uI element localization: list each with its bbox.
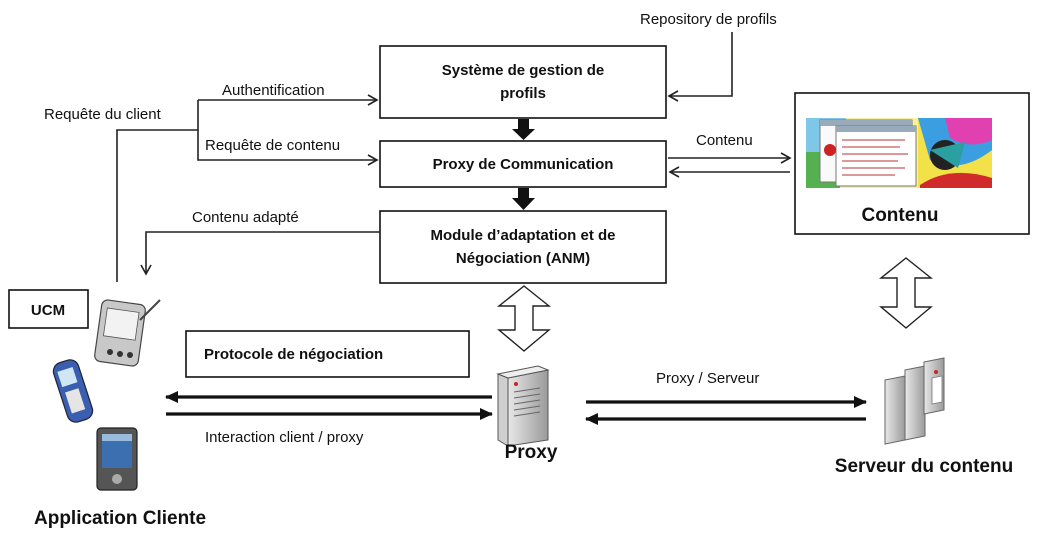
communication-proxy-title: Proxy de Communication: [433, 156, 614, 173]
box-down-arrow-2: [512, 188, 535, 210]
pocket-pc-icon: [96, 427, 138, 491]
content-request-arrow: [197, 130, 379, 166]
content-screenshots-image: [806, 118, 992, 188]
adaptation-module-box: Module d’adaptation et de Négociation (A…: [379, 210, 667, 284]
negotiation-protocol-box: Protocole de négociation: [185, 330, 470, 378]
adapted-content-label: Contenu adapté: [192, 209, 299, 226]
authentication-label: Authentification: [222, 82, 325, 99]
pda-stylus-icon: [94, 299, 161, 367]
profile-management-title-line2: profils: [500, 85, 546, 102]
ucm-label: UCM: [31, 302, 65, 319]
content-arrow-label: Contenu: [696, 132, 753, 149]
content-server-label: Serveur du contenu: [835, 456, 1013, 477]
proxy-server-label: Proxy / Serveur: [656, 370, 759, 387]
adapted-content-arrow: [140, 231, 380, 276]
content-server-double-arrow: [879, 257, 933, 329]
profile-management-title-line1: Système de gestion de: [442, 62, 605, 79]
box-down-arrow-1: [512, 119, 535, 140]
repository-label: Repository de profils: [640, 11, 777, 28]
client-application-label: Application Cliente: [34, 508, 206, 529]
adaptation-module-title-line2: Négociation (ANM): [456, 250, 590, 267]
repository-arrow: [667, 32, 733, 102]
content-box: Contenu: [794, 92, 1030, 235]
content-box-title: Contenu: [861, 205, 938, 226]
client-proxy-interaction-label: Interaction client / proxy: [205, 429, 364, 446]
anm-proxy-double-arrow: [497, 285, 551, 352]
proxy-node-label: Proxy: [505, 442, 558, 463]
proxy-server-icon: [496, 365, 550, 447]
mobile-phone-icon: [52, 359, 94, 423]
ucm-box: UCM: [8, 289, 89, 329]
content-request-label: Requête de contenu: [205, 137, 340, 154]
content-server-icon: [884, 357, 945, 445]
client-request-label: Requête du client: [44, 106, 162, 123]
client-request-line: [116, 100, 199, 282]
profile-management-box: Système de gestion de profils: [379, 45, 667, 119]
communication-proxy-box: Proxy de Communication: [379, 140, 667, 188]
adaptation-module-title-line1: Module d’adaptation et de: [430, 227, 615, 244]
negotiation-protocol-label: Protocole de négociation: [204, 346, 383, 363]
